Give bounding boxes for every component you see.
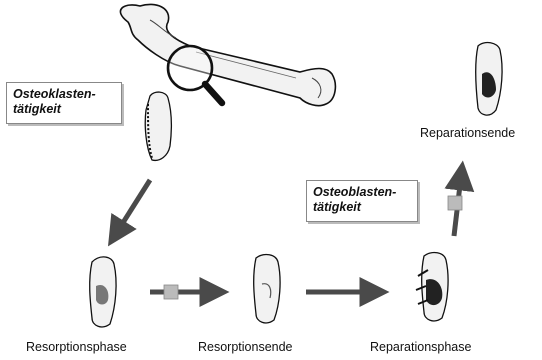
arrow-icon	[150, 285, 222, 299]
osteoblast-activity-line-2: tätigkeit	[307, 200, 417, 215]
osteoblast-activity-box: Osteoblasten- tätigkeit	[306, 180, 418, 222]
bone-section-icon	[476, 43, 502, 116]
label-resorptionsende: Resorptionsende	[198, 340, 293, 354]
osteoclast-activity-line-2: tätigkeit	[7, 102, 121, 117]
label-reparationsphase: Reparationsphase	[370, 340, 471, 354]
arrow-icon	[112, 180, 150, 240]
osteoblast-activity-line-1: Osteoblasten-	[307, 181, 417, 200]
arrow-icon	[448, 168, 462, 236]
osteoclast-activity-line-1: Osteoklasten-	[7, 83, 121, 102]
osteoclast-activity-box: Osteoklasten- tätigkeit	[6, 82, 122, 124]
bone-icon	[120, 4, 335, 105]
bone-section-icon	[90, 257, 116, 327]
bone-section-icon	[254, 255, 280, 323]
bone-section-icon	[416, 253, 448, 321]
label-reparationsende: Reparationsende	[420, 126, 515, 140]
label-resorptionsphase: Resorptionsphase	[26, 340, 127, 354]
bone-section-icon	[145, 92, 171, 160]
